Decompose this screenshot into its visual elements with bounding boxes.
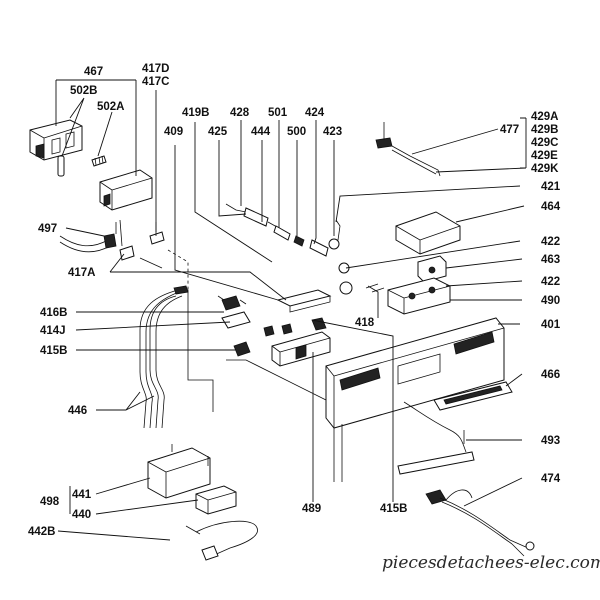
label-401: 401 — [541, 319, 561, 331]
label-444: 444 — [251, 126, 271, 138]
label-497: 497 — [38, 223, 57, 235]
label-417a: 417A — [68, 267, 96, 279]
label-424: 424 — [305, 107, 325, 119]
part-labels: 467 502B 502A 417D 417C 419B 409 428 425… — [28, 63, 561, 538]
label-429a: 429A — [531, 111, 559, 123]
part-446-tubes — [139, 285, 189, 429]
label-416b: 416B — [40, 307, 68, 319]
label-423: 423 — [323, 126, 342, 138]
label-440: 440 — [72, 509, 91, 521]
label-429c: 429C — [531, 137, 559, 149]
label-502a: 502A — [97, 101, 125, 113]
part-467-bracket — [29, 119, 83, 161]
label-429e: 429E — [531, 150, 558, 162]
label-474: 474 — [541, 473, 561, 485]
label-498: 498 — [40, 496, 60, 508]
label-422-a: 422 — [541, 236, 560, 248]
label-446: 446 — [68, 405, 87, 417]
part-502b-pin — [57, 155, 65, 177]
label-418: 418 — [355, 317, 375, 329]
guide-lines — [139, 249, 214, 412]
label-477: 477 — [500, 124, 519, 136]
label-415b-lower: 415B — [380, 503, 408, 515]
part-thermostat-box — [99, 169, 153, 211]
watermark: piecesdetachees-elec.com — [382, 553, 600, 573]
part-463-valve — [417, 255, 447, 283]
label-414j: 414J — [40, 325, 66, 337]
label-422-b: 422 — [541, 276, 560, 288]
part-tap-assembly — [225, 203, 353, 295]
label-429k: 429K — [531, 163, 559, 175]
label-429b: 429B — [531, 124, 559, 136]
part-442b-cable — [185, 520, 258, 561]
label-501: 501 — [268, 107, 288, 119]
label-464: 464 — [541, 201, 561, 213]
part-493-strip — [397, 430, 475, 475]
label-415b: 415B — [40, 345, 68, 357]
part-474-harness — [425, 489, 535, 557]
part-oven-body — [226, 359, 343, 482]
label-493: 493 — [541, 435, 560, 447]
label-425: 425 — [208, 126, 228, 138]
part-502a-screw — [91, 155, 107, 167]
label-419b: 419B — [182, 107, 210, 119]
part-489-bracket — [271, 331, 331, 367]
leader-lines — [55, 79, 527, 541]
label-417c: 417C — [142, 76, 170, 88]
part-477-rod — [375, 122, 441, 177]
label-409: 409 — [164, 126, 183, 138]
label-490: 490 — [541, 295, 560, 307]
part-497-tube — [59, 219, 123, 253]
part-416b-burner-clip — [217, 295, 247, 311]
label-467: 467 — [84, 66, 103, 78]
label-442b: 442B — [28, 526, 56, 538]
part-440-igniter — [195, 485, 237, 515]
part-401-control-panel — [325, 317, 505, 429]
part-414j-plate — [221, 311, 251, 329]
label-489: 489 — [302, 503, 321, 515]
part-center-clips — [263, 317, 327, 337]
part-466-display — [403, 381, 513, 453]
label-466: 466 — [541, 369, 560, 381]
part-490-bracket — [365, 277, 451, 315]
part-417-clips — [119, 222, 165, 261]
label-417d: 417D — [142, 63, 170, 75]
part-441-box — [147, 444, 211, 499]
label-502b: 502B — [70, 85, 98, 97]
part-409-bracket — [276, 289, 332, 313]
label-421: 421 — [541, 181, 561, 193]
part-415b-nut — [233, 341, 251, 357]
label-463: 463 — [541, 254, 560, 266]
part-464-cover — [395, 211, 461, 255]
label-428: 428 — [230, 107, 250, 119]
label-441: 441 — [72, 489, 92, 501]
label-500: 500 — [287, 126, 306, 138]
